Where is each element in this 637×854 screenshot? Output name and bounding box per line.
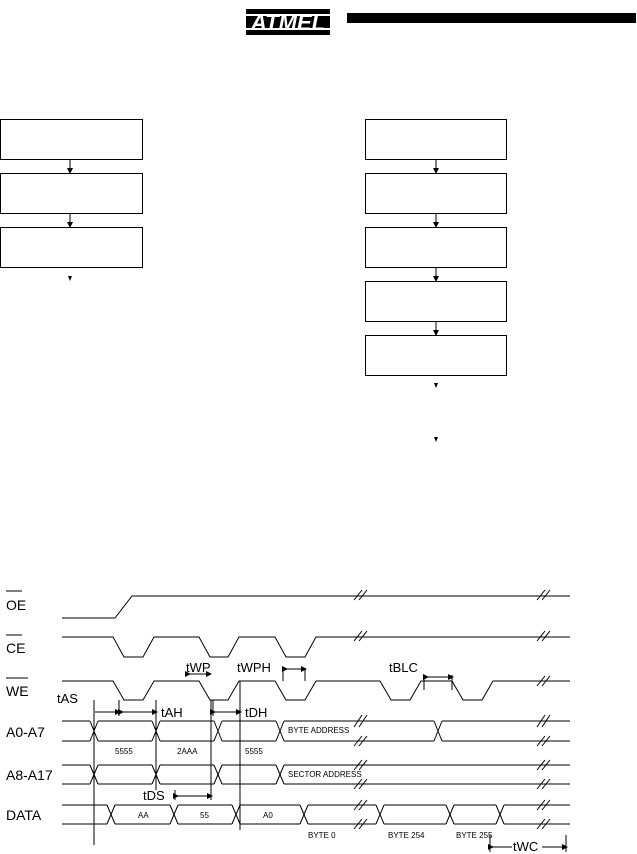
signal-ce-label: CE	[6, 640, 26, 656]
bus-data-55: 55	[200, 811, 209, 820]
flow-left-box-2	[0, 173, 143, 214]
signal-we-label: WE	[6, 683, 29, 699]
param-twph: tWPH	[237, 660, 271, 675]
param-twc: tWC	[513, 839, 539, 854]
break-marks	[353, 589, 551, 830]
bus-byte-254: BYTE 254	[388, 831, 425, 840]
flow-right-box-4	[365, 281, 507, 322]
param-twp: tWP	[186, 660, 211, 675]
bus-a0a7-2aaa: 2AAA	[177, 747, 198, 756]
oe-waveform	[62, 595, 570, 619]
flow-left-box-1	[0, 119, 143, 160]
data-bus	[62, 804, 570, 825]
signal-oe-label: OE	[6, 597, 27, 613]
param-tblc: tBLC	[389, 660, 418, 675]
bus-sector-address: SECTOR ADDRESS	[288, 770, 362, 779]
bus-a0a7-5555-first: 5555	[115, 747, 133, 756]
bus-a0a7-5555-second: 5555	[245, 747, 263, 756]
header-bar	[347, 13, 636, 23]
flow-right-box-5	[365, 335, 507, 376]
bus-byte-0: BYTE 0	[308, 831, 336, 840]
param-tdh: tDH	[245, 705, 268, 720]
we-waveform	[62, 680, 570, 701]
flow-right-box-3	[365, 227, 507, 268]
param-tds: tDS	[143, 788, 165, 803]
flow-small-arrowheads	[68, 276, 438, 442]
timing-waveforms	[6, 590, 570, 825]
ce-waveform	[62, 636, 570, 658]
param-tah: tAH	[161, 705, 183, 720]
timing-annotations	[93, 666, 568, 852]
flow-left-box-3	[0, 227, 143, 268]
bus-data-a0: A0	[263, 811, 273, 820]
flow-right-box-1	[365, 119, 507, 160]
brand-text: ATMEL	[250, 10, 325, 35]
bus-byte-address: BYTE ADDRESS	[288, 726, 350, 735]
flow-right-box-2	[365, 173, 507, 214]
atmel-logo: ATMEL	[246, 9, 330, 35]
signal-a8a17-label: A8-A17	[6, 767, 53, 783]
bus-byte-255: BYTE 255	[456, 831, 493, 840]
signal-data-label: DATA	[6, 807, 42, 823]
a8a17-bus	[62, 764, 570, 785]
bus-data-aa: AA	[138, 811, 149, 820]
param-tas: tAS	[57, 691, 78, 706]
signal-a0a7-label: A0-A7	[6, 724, 45, 740]
